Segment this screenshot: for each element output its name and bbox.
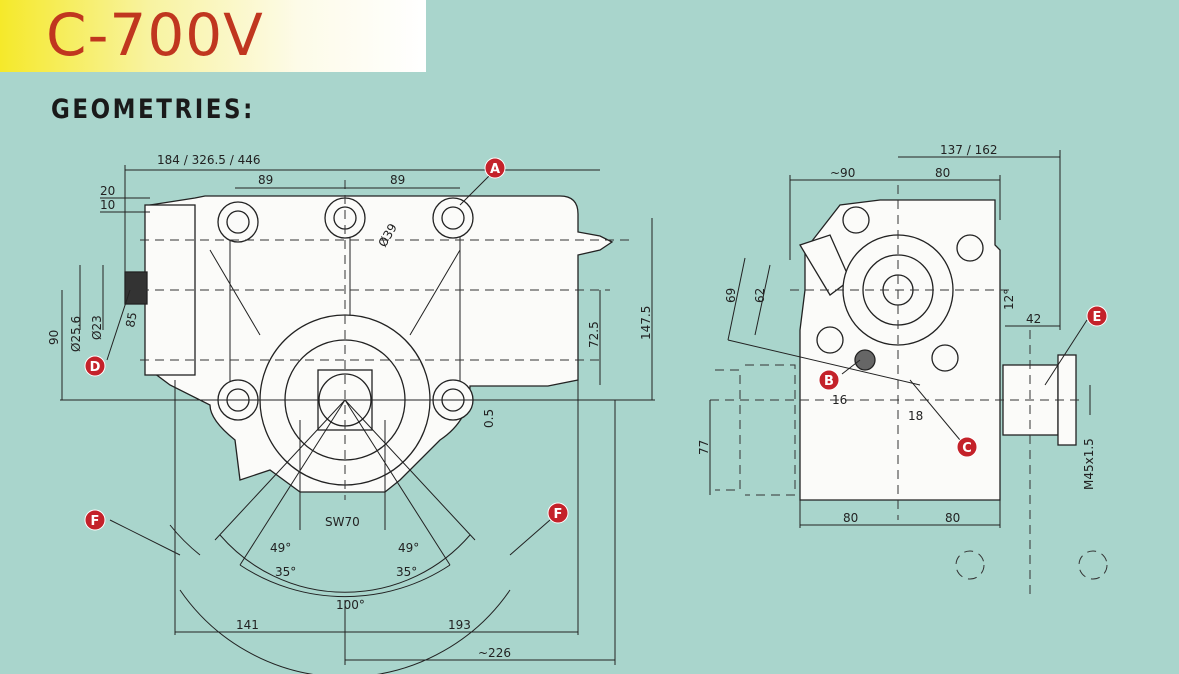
front-view: 137 / 162 ~90 80 69 62 12° 42 16 18 77 8… bbox=[697, 143, 1108, 600]
side-view: 184 / 326.5 / 446 89 89 20 10 Ø25.6 Ø23 … bbox=[47, 153, 655, 674]
dim-angle-35-left: 35° bbox=[275, 565, 296, 579]
callout-a: A bbox=[484, 157, 506, 179]
front-dimension-lines bbox=[709, 150, 1091, 528]
dim-42: 42 bbox=[1026, 312, 1041, 326]
dim-angle-49-left: 49° bbox=[270, 541, 291, 555]
ribs bbox=[209, 225, 461, 395]
dim-shaft-dia-inner: Ø23 bbox=[90, 315, 104, 340]
dim-10: 10 bbox=[100, 198, 115, 212]
front-bolts bbox=[816, 206, 984, 372]
svg-text:C: C bbox=[962, 441, 972, 456]
svg-text:D: D bbox=[90, 360, 101, 375]
dim-shaft-85: 85 bbox=[123, 311, 139, 328]
dim-width-80-top: 80 bbox=[935, 166, 950, 180]
svg-text:A: A bbox=[490, 162, 500, 177]
callout-b: B bbox=[818, 369, 840, 391]
dim-16: 16 bbox=[832, 393, 847, 407]
dim-77: 77 bbox=[697, 440, 711, 455]
input-shaft bbox=[124, 271, 148, 305]
page-title: C-700V bbox=[46, 1, 264, 69]
callout-e: E bbox=[1086, 305, 1108, 327]
dim-height-147-5: 147.5 bbox=[639, 306, 653, 340]
svg-text:B: B bbox=[824, 374, 834, 389]
dim-80-right: 80 bbox=[945, 511, 960, 525]
title-band bbox=[0, 0, 426, 72]
front-center-lines bbox=[710, 185, 1108, 600]
svg-text:F: F bbox=[91, 514, 100, 529]
callout-f-left: F bbox=[84, 509, 106, 531]
dim-angle-35-right: 35° bbox=[396, 565, 417, 579]
dim-shaft-dia-outer: Ø25.6 bbox=[69, 316, 83, 352]
svg-text:E: E bbox=[1093, 310, 1102, 325]
mounting-bolts bbox=[217, 197, 474, 421]
dim-80-left: 80 bbox=[843, 511, 858, 525]
dim-bolt-spacing-right: 89 bbox=[390, 173, 405, 187]
dim-bolt-spacing-left: 89 bbox=[258, 173, 273, 187]
callout-f-right: F bbox=[547, 502, 569, 524]
dim-69: 69 bbox=[724, 288, 738, 303]
svg-text:F: F bbox=[554, 507, 563, 522]
dim-angle-12: 12° bbox=[1002, 289, 1016, 310]
dim-angle-49-right: 49° bbox=[398, 541, 419, 555]
dim-length-193: 193 bbox=[448, 618, 471, 632]
dim-length-226: ~226 bbox=[478, 646, 511, 660]
dimension-lines bbox=[60, 165, 655, 674]
dim-20: 20 bbox=[100, 184, 115, 198]
dim-62: 62 bbox=[753, 288, 767, 303]
dim-offset-0-5: 0.5 bbox=[482, 409, 496, 428]
section-heading: GEOMETRIES: bbox=[51, 94, 255, 125]
dim-width-90: ~90 bbox=[830, 166, 855, 180]
dim-angle-100: 100° bbox=[336, 598, 365, 612]
side-view-dimension-labels: 184 / 326.5 / 446 89 89 20 10 Ø25.6 Ø23 … bbox=[47, 153, 653, 660]
dim-length-141: 141 bbox=[236, 618, 259, 632]
dim-18: 18 bbox=[908, 409, 923, 423]
callout-d: D bbox=[84, 355, 106, 377]
dim-overall-length: 184 / 326.5 / 446 bbox=[157, 153, 261, 167]
center-lines bbox=[140, 180, 630, 500]
dim-thread: M45x1.5 bbox=[1082, 438, 1096, 490]
dim-height-72-5: 72.5 bbox=[587, 321, 601, 348]
dim-height-90: 90 bbox=[47, 330, 61, 345]
dim-sw70: SW70 bbox=[325, 515, 360, 529]
front-view-dimension-labels: 137 / 162 ~90 80 69 62 12° 42 16 18 77 8… bbox=[697, 143, 1096, 525]
callout-c: C bbox=[956, 436, 978, 458]
dim-width-137-162: 137 / 162 bbox=[940, 143, 997, 157]
